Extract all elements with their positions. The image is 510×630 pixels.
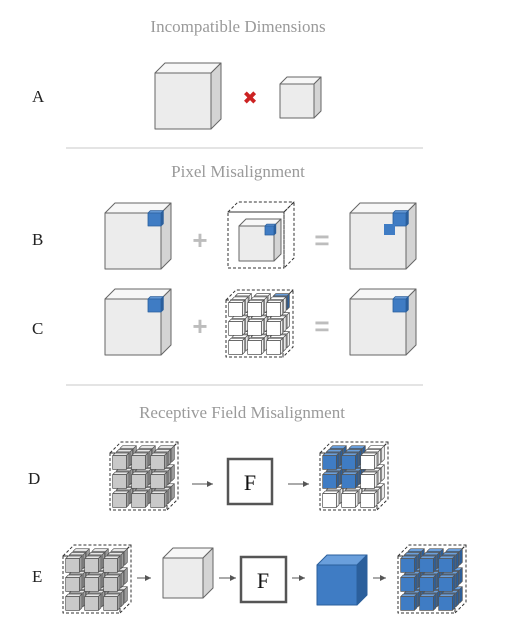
grid-subcube: [438, 555, 456, 573]
plus-icon: +: [192, 311, 207, 341]
equals-icon: =: [314, 225, 329, 255]
plus-icon: +: [192, 225, 207, 255]
grid-subcube: [150, 452, 168, 470]
grid-subcube: [266, 318, 284, 336]
corner-cube: [264, 223, 277, 236]
grid-subcube: [228, 337, 246, 355]
grid-subcube: [112, 452, 130, 470]
row-label-b: B: [32, 230, 43, 249]
result-cube: [349, 288, 417, 356]
cube: [104, 202, 172, 270]
row-label-e: E: [32, 567, 42, 586]
row-label-c: C: [32, 319, 43, 338]
grid-subcube: [322, 471, 340, 489]
grid-subcube: [360, 490, 378, 508]
large-cube: [154, 62, 222, 130]
row-b: + =: [104, 201, 417, 270]
subcube-grid: [225, 289, 294, 358]
misaligned-pixel: [384, 224, 395, 235]
grid-subcube: [438, 593, 456, 611]
grid-subcube: [131, 490, 149, 508]
row-d: F: [109, 441, 389, 511]
small-cube: [279, 76, 322, 119]
grid-subcube: [400, 574, 418, 592]
grid-subcube: [438, 574, 456, 592]
grid-subcube: [228, 318, 246, 336]
input-grid: [62, 544, 132, 614]
cube-with-corner: [104, 202, 172, 270]
row-label-a: A: [32, 87, 45, 106]
grid-subcube: [247, 337, 265, 355]
grid-subcube: [103, 574, 121, 592]
section-title-receptive: Receptive Field Misalignment: [139, 403, 345, 422]
small-cube: [279, 76, 322, 119]
blue-cube: [316, 554, 368, 606]
cube-with-corner: [104, 288, 172, 356]
grid-subcube: [103, 555, 121, 573]
grid-subcube: [65, 593, 83, 611]
grid-subcube: [247, 318, 265, 336]
grid-subcube: [84, 593, 102, 611]
grid-subcube: [131, 452, 149, 470]
grid-subcube: [228, 299, 246, 317]
grid-subcube: [266, 337, 284, 355]
function-box: [239, 555, 288, 604]
cross-icon: ✖: [242, 88, 257, 109]
grid-subcube: [360, 471, 378, 489]
grid-subcube: [150, 490, 168, 508]
corner-cube: [392, 210, 409, 227]
input-grid: [109, 441, 179, 511]
cube: [316, 554, 368, 606]
grid-subcube: [266, 299, 284, 317]
row-a: ✖: [154, 62, 322, 130]
grid-subcube: [84, 555, 102, 573]
section-title-pixel: Pixel Misalignment: [171, 162, 305, 181]
corner-cube: [147, 296, 164, 313]
row-label-d: D: [28, 469, 40, 488]
grid-subcube: [247, 299, 265, 317]
grid-subcube: [341, 471, 359, 489]
grid-subcube: [84, 574, 102, 592]
grid-subcube: [322, 452, 340, 470]
row-c: + =: [104, 288, 417, 358]
grid-subcube: [360, 452, 378, 470]
grid-subcube: [322, 490, 340, 508]
equals-icon: =: [314, 311, 329, 341]
grid-subcube: [419, 574, 437, 592]
grid-subcube: [65, 555, 83, 573]
grid-subcube: [400, 555, 418, 573]
large-cube: [154, 62, 222, 130]
cube: [162, 547, 214, 599]
grid-subcube: [341, 452, 359, 470]
output-grid: [319, 441, 389, 511]
dashed-cube-with-small-cube: [227, 201, 295, 269]
function-label: F: [244, 470, 256, 495]
grid-subcube: [112, 471, 130, 489]
row-e: F: [62, 544, 467, 614]
grid-subcube: [131, 471, 149, 489]
grid-subcube: [419, 555, 437, 573]
corner-cube: [147, 210, 164, 227]
cube: [162, 547, 214, 599]
grid-subcube: [341, 490, 359, 508]
grid-subcube: [103, 593, 121, 611]
grid-subcube: [112, 490, 130, 508]
cube: [104, 288, 172, 356]
grid-subcube: [419, 593, 437, 611]
output-grid: [397, 544, 467, 614]
grid-subcube: [400, 593, 418, 611]
result-cube-misaligned: [349, 202, 417, 270]
function-box: [226, 457, 274, 506]
grid-subcube: [150, 471, 168, 489]
corner-cube: [392, 296, 409, 313]
grid-subcube: [65, 574, 83, 592]
section-title-incompatible: Incompatible Dimensions: [150, 17, 325, 36]
function-label: F: [257, 568, 269, 593]
